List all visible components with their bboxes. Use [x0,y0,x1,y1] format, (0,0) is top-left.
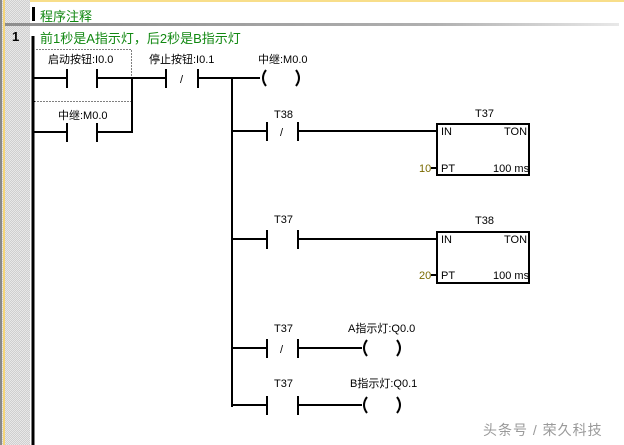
contact-t37-no[interactable]: T37 [232,378,362,415]
contact-t38[interactable]: T38 / [232,109,437,141]
timer-t37[interactable]: T37 IN TON PT 100 ms 10 [419,108,530,176]
contact-latch[interactable]: 中继:M0.0 [33,78,133,142]
contact-label: T37 [274,378,293,390]
comment-marker [32,7,35,21]
coil-label: B指示灯:Q0.1 [350,376,417,390]
network-separator [5,23,619,26]
timer-t38[interactable]: T38 IN TON PT 100 ms 20 [419,215,530,284]
timer-in-label: IN [441,126,452,138]
timer-base: 100 ms [493,163,530,175]
nc-symbol: / [180,74,184,86]
timer-pt-label: PT [441,270,455,282]
contact-label: 中继:M0.0 [58,109,108,122]
contact-label: 停止按钮:I0.1 [149,52,214,66]
timer-base: 100 ms [493,270,530,282]
nc-symbol: / [280,344,284,356]
gutter-edge [0,0,2,445]
coil-label: 中继:M0.0 [258,53,308,66]
timer-pt-value: 20 [419,270,431,282]
contact-t37-nc[interactable]: T37 / [232,323,362,358]
timer-pt-label: PT [441,163,455,175]
coil-label: A指示灯:Q0.0 [348,321,415,335]
timer-name: T37 [475,108,494,120]
timer-type: TON [504,126,527,138]
coil-lamp-b[interactable]: B指示灯:Q0.1 [350,376,417,414]
gutter-highlight [3,0,5,445]
program-comment[interactable]: 程序注释 [40,9,93,24]
contact-t37-timer[interactable]: T37 [232,214,437,249]
contact-label: T38 [274,109,293,121]
coil-relay[interactable]: 中继:M0.0 [258,53,308,87]
contact-label: T37 [274,214,293,226]
contact-start[interactable]: 启动按钮:I0.0 [33,52,165,88]
watermark: 头条号 / 荣久科技 [483,422,603,438]
contact-stop[interactable]: 停止按钮:I0.1 / [149,52,260,88]
contact-label: 启动按钮:I0.0 [48,52,113,66]
network-gutter [0,0,30,445]
editor-top-border [0,0,624,2]
nc-symbol: / [280,127,284,139]
selection-box [33,49,132,102]
timer-pt-value: 10 [419,163,431,175]
contact-label: T37 [274,323,293,335]
timer-type: TON [504,234,527,246]
timer-in-label: IN [441,234,452,246]
coil-lamp-a[interactable]: A指示灯:Q0.0 [348,321,415,357]
network-number[interactable]: 1 [12,29,20,44]
timer-name: T38 [475,215,494,227]
network-comment[interactable]: 前1秒是A指示灯，后2秒是B指示灯 [40,31,241,46]
